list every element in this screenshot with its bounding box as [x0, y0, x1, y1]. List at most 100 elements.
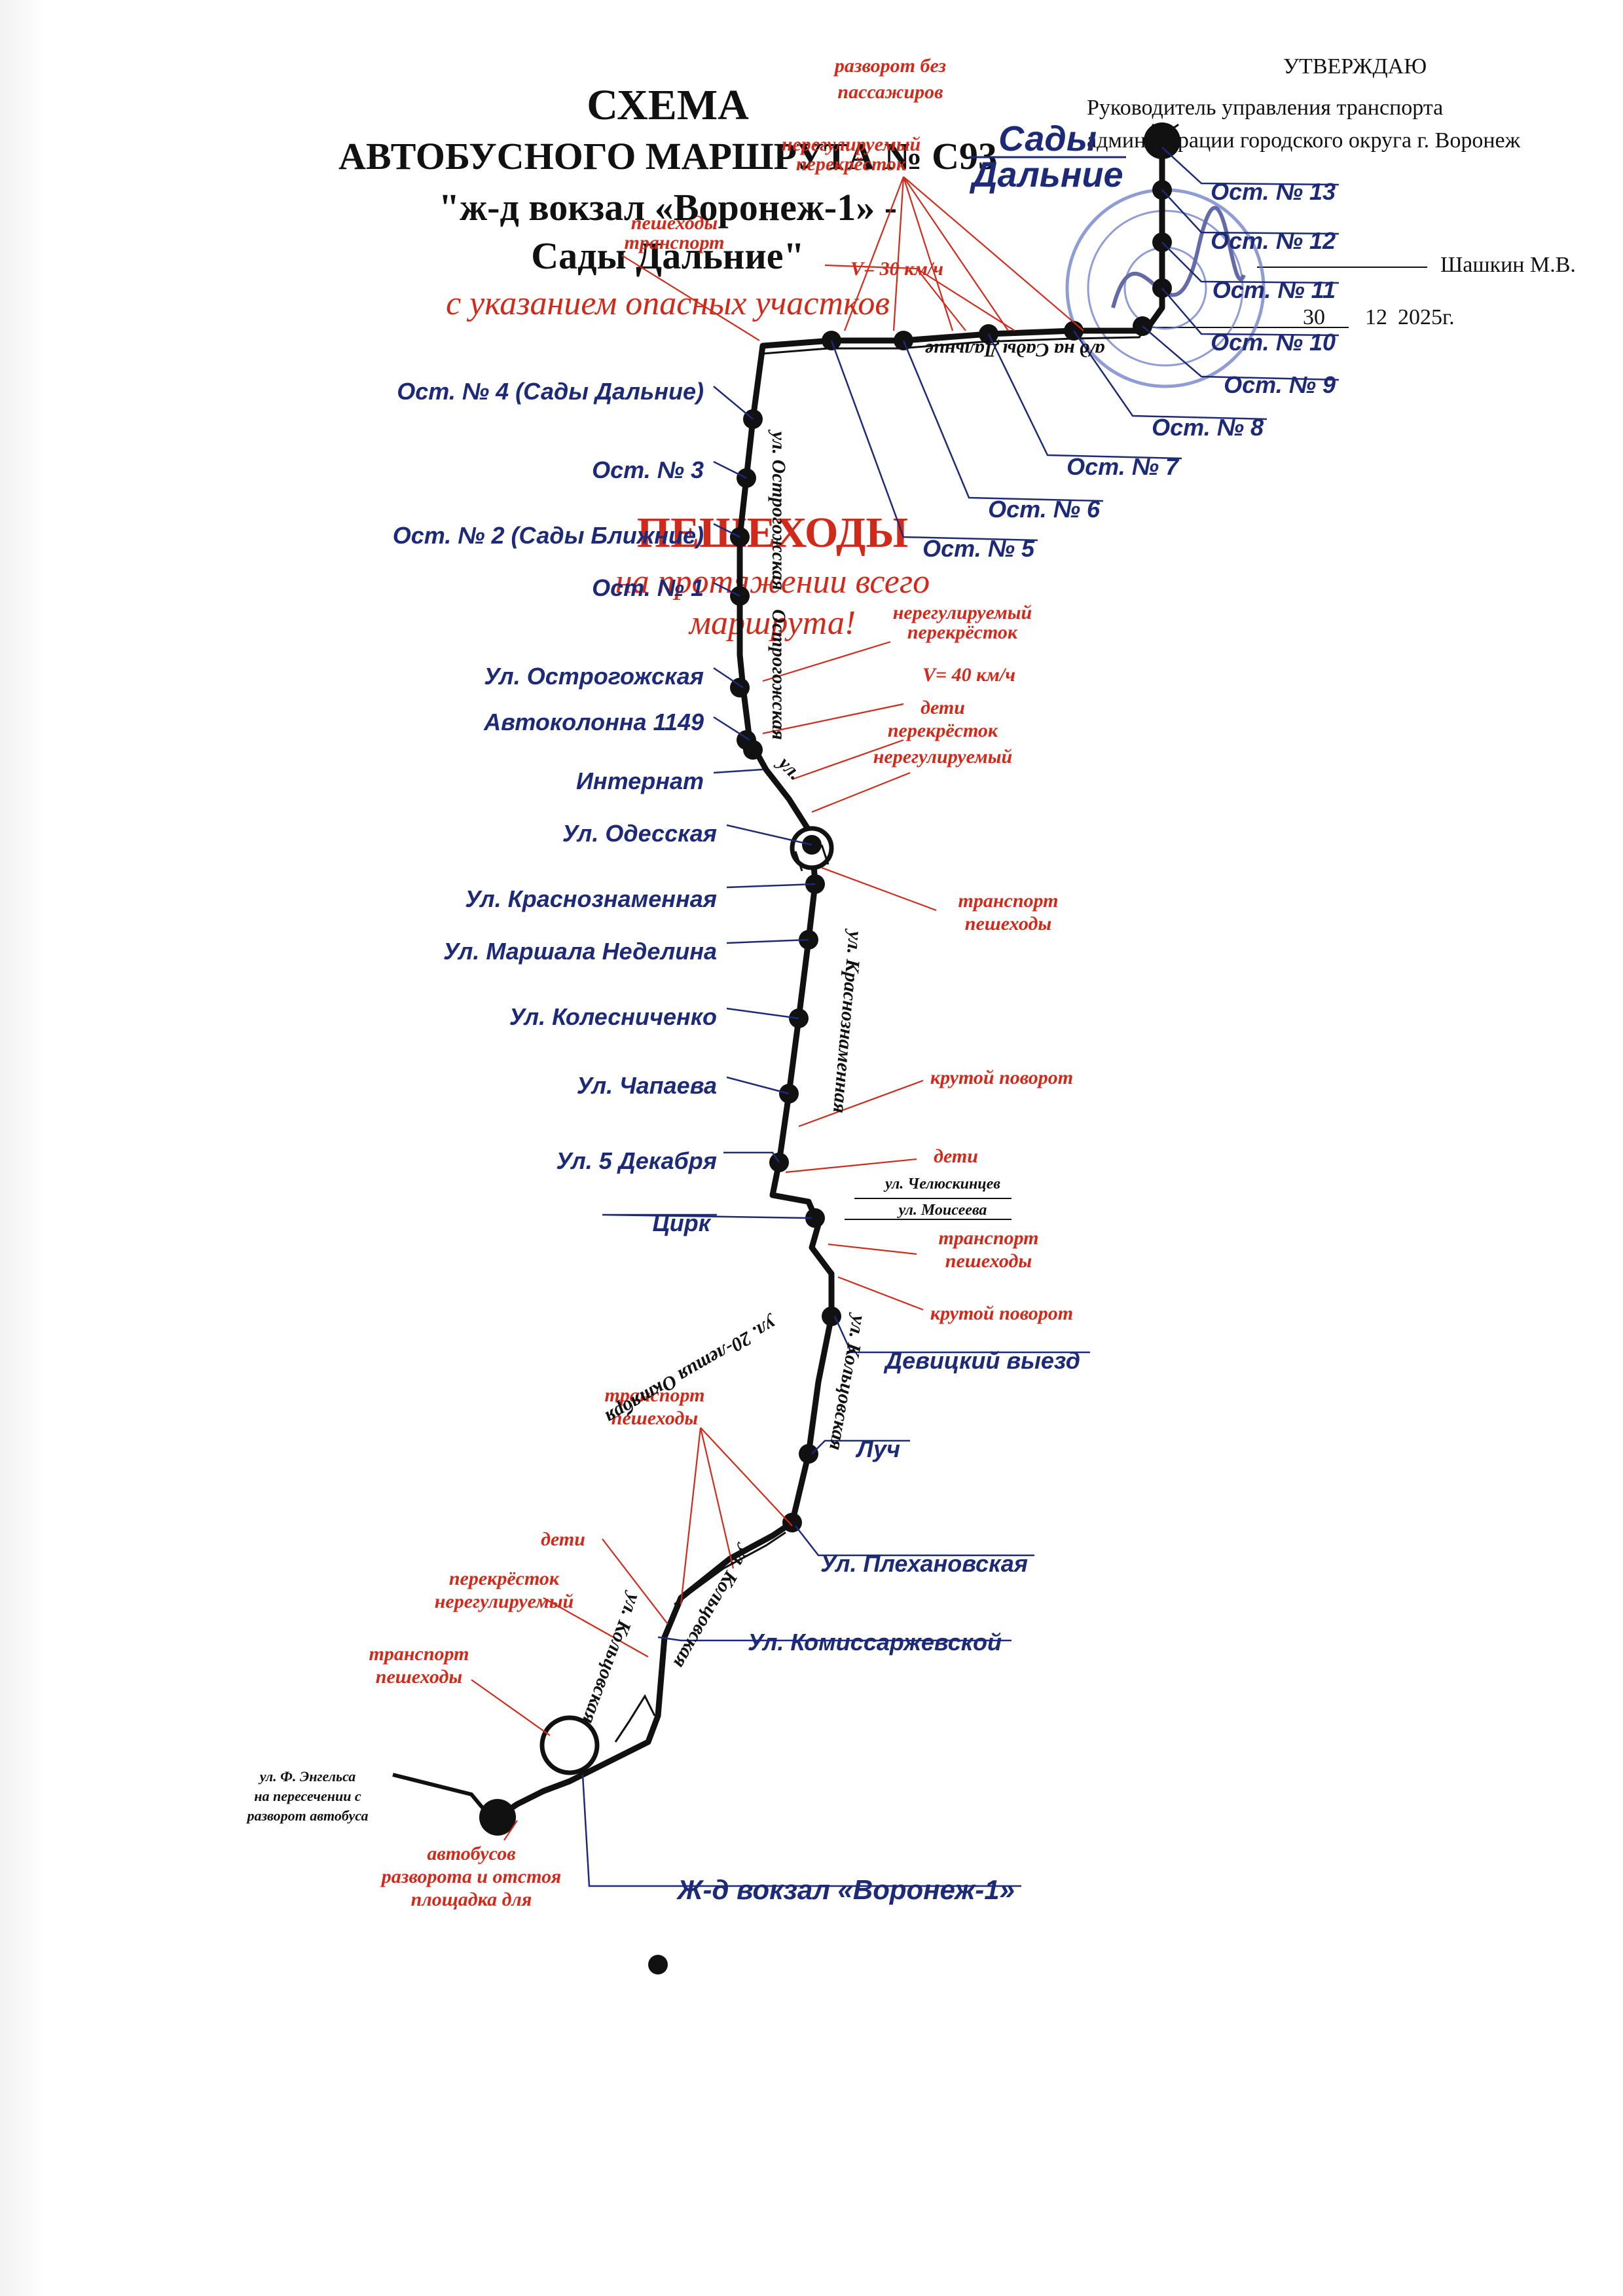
hazard-crosswalk-2b: перекрёсток [907, 621, 1018, 643]
hazard-pedestrians-2: пешеходы [965, 913, 1051, 935]
stop-leader [902, 340, 1104, 502]
leader-d [903, 176, 1009, 331]
hazard-sharp-turn-1: крутой поворот [930, 1067, 1073, 1088]
stop-leader [833, 1316, 1090, 1354]
street-ad-road: а/д на Сады Дальние [925, 339, 1105, 361]
date-day: 30 [1303, 305, 1325, 329]
date-month: 12 [1365, 305, 1387, 329]
stop-label: Ост. № 12 [1211, 227, 1336, 254]
stop-leader [726, 824, 812, 846]
leader-ped4c [680, 1427, 702, 1605]
hazard-crosswalk-top-1: нерегулируемый [782, 134, 921, 155]
hazard-crosswalk-3b: перекрёсток [888, 720, 998, 741]
stop-leader [723, 1151, 780, 1163]
street-ul-short: ул. [773, 751, 805, 784]
street-koltsovskaya-1: ул. Кольцовская [825, 1312, 870, 1452]
stop-label: Ост. № 10 [1211, 329, 1336, 356]
stop-leader [713, 768, 763, 774]
route-return-path-2 [674, 1531, 786, 1606]
hazard-children-1: дети [921, 697, 965, 718]
hazard-sharp-turn-2: крутой поворот [930, 1303, 1073, 1324]
hazard-pickup-3: автобусов [427, 1843, 515, 1864]
terminal-end-line1: Сады [998, 119, 1097, 158]
leader-cw4 [543, 1597, 649, 1657]
leader-ped2 [821, 866, 937, 912]
leader-ch1 [792, 739, 904, 781]
stop-label: Ул. Комиссаржевской [748, 1629, 1002, 1656]
leader-ped3 [828, 1243, 917, 1255]
stop-label: Ост. № 4 (Сады Дальние) [397, 378, 704, 405]
hazard-pedestrians-5: пешеходы [376, 1666, 462, 1688]
hazard-pedestrians-3: пешеходы [945, 1250, 1032, 1272]
hazard-crosswalk-4b: перекрёсток [449, 1568, 560, 1589]
street-ostrogozhskaya-1: ул. Острогожская [768, 430, 790, 591]
signer-name: Шашкин М.В. [1440, 253, 1576, 277]
title-line-5: с указанием опасных участков [446, 285, 890, 322]
terminal-dot-start [479, 1799, 516, 1836]
terminal-start-label: Ж-д вокзал «Воронеж-1» [676, 1874, 1015, 1905]
warning-line-3: маршрута! [688, 604, 856, 642]
stop-label: Ул. Острогожская [484, 663, 704, 690]
route-path [496, 141, 1165, 1820]
leader-speed30c [916, 268, 1015, 331]
stop-dot [805, 1208, 825, 1228]
hazard-crosswalk-3a: нерегулируемый [873, 746, 1013, 768]
turn-arrow-end [1152, 123, 1179, 131]
stop-label: Ост. № 11 [1213, 276, 1336, 303]
stop-leader [726, 883, 816, 889]
leader-e [903, 176, 1084, 331]
hazard-speed-40: V= 40 км/ч [922, 664, 1015, 686]
leader-turn1 [798, 1079, 924, 1128]
hazard-crosswalk-4a: нерегулируемый [435, 1591, 574, 1612]
stop-leader [795, 1525, 1034, 1557]
stop-label: Ул. Колесниченко [509, 1003, 717, 1030]
leader-ped4b [699, 1427, 735, 1569]
pedestrian-warning: ПЕШЕХОДЫ на протяжении всего маршрута! [615, 509, 930, 642]
hazard-transport-4: транспорт [605, 1384, 705, 1406]
stop-leader [1161, 287, 1340, 337]
stop-leader [1161, 242, 1340, 284]
leader-sp40 [762, 703, 904, 735]
stop-leader [1161, 147, 1340, 186]
turnaround-arrow [392, 1773, 490, 1815]
hazard-children-2: дети [934, 1145, 978, 1167]
stop-label: Ул. Чапаева [577, 1072, 717, 1099]
stop-label: Ост. № 13 [1211, 178, 1336, 205]
street-koltsovskaya-3: ул. Кольцовская [578, 1589, 646, 1727]
street-koltsovskaya-2: ул. Кольцовская [669, 1542, 757, 1673]
roundabout-arrows [794, 844, 830, 872]
leader-cw2 [762, 640, 891, 682]
stop-label: Ост. № 3 [592, 456, 704, 483]
hazard-pickup-1: площадка для [411, 1889, 532, 1910]
hazard-pedestrians-4: пешеходы [611, 1407, 698, 1429]
stop-leader [726, 938, 809, 944]
stop-leader [811, 1439, 910, 1454]
stop-label: Ул. Краснознаменная [465, 885, 717, 912]
leader-speed30b [916, 268, 966, 331]
leader-ch2 [785, 1158, 917, 1174]
stop-label: Автоколонна 1149 [483, 709, 704, 735]
stop-leader [713, 582, 740, 597]
terminal-start-leader [581, 1774, 1021, 1887]
stop-leader [713, 667, 744, 689]
title-line-2: АВТОБУСНОГО МАРШРУТА № С93 [338, 135, 997, 177]
stop-label: Ул. 5 Декабря [556, 1147, 717, 1174]
hazard-transport-3: транспорт [939, 1227, 1039, 1249]
stop-label: Ул. Одесская [562, 820, 717, 847]
route-return-path-3 [614, 1694, 656, 1743]
stop-label: Луч [855, 1435, 900, 1462]
approve-word: УТВЕРЖДАЮ [1283, 54, 1427, 79]
leader-c [902, 176, 954, 331]
street-ostrogozhskaya-2: Острогожская [768, 609, 790, 740]
stop-leader [987, 333, 1182, 460]
stop-label: Интернат [576, 768, 704, 794]
title-line-3: "ж-д вокзал «Воронеж-1» - [439, 186, 897, 229]
stop-leader [1072, 330, 1267, 420]
stop-leader [1142, 325, 1340, 381]
hazard-pedestrians-top: пешеходы [631, 212, 718, 234]
hazard-transport-2: транспорт [958, 890, 1059, 912]
